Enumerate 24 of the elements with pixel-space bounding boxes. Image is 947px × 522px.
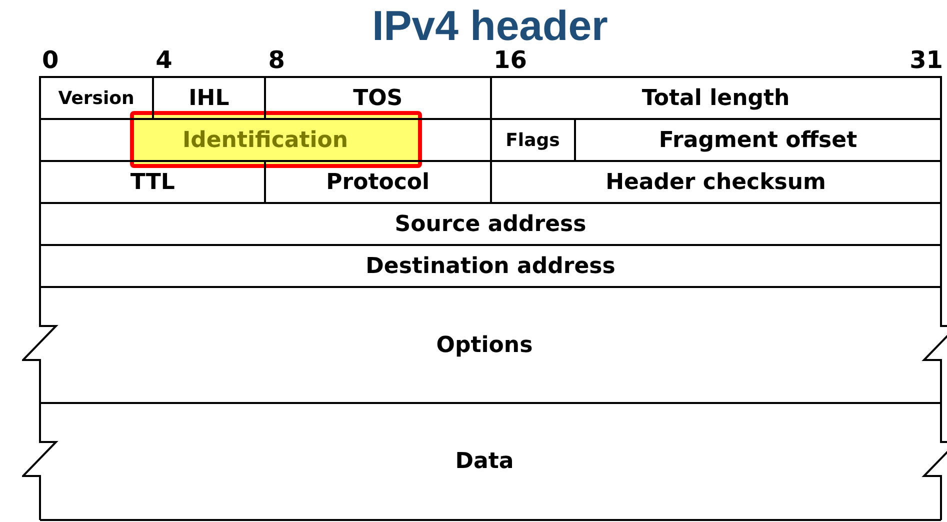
- field-label: Source address: [394, 210, 586, 238]
- field-label: Version: [58, 86, 134, 110]
- field-label: Data: [455, 448, 514, 476]
- field-label: Identification: [182, 126, 348, 154]
- field-label: Options: [436, 332, 533, 360]
- header-field: [39, 244, 942, 288]
- header-field: [22, 402, 947, 521]
- field-label: Flags: [506, 128, 560, 152]
- bit-number: 0: [42, 46, 59, 74]
- field-label: IHL: [188, 84, 230, 112]
- field-label: Total length: [642, 84, 790, 112]
- field-label: Destination address: [366, 252, 616, 280]
- header-field: [490, 76, 942, 120]
- bit-number: 31: [910, 46, 943, 74]
- header-field: [39, 202, 942, 246]
- field-label: Fragment offset: [658, 126, 858, 154]
- field-label: Protocol: [326, 168, 430, 196]
- field-label: TTL: [130, 168, 175, 196]
- bit-number: 4: [156, 46, 172, 74]
- bit-number: 8: [268, 46, 285, 74]
- field-label: TOS: [353, 84, 403, 112]
- header-field: [39, 76, 154, 120]
- header-field: [22, 286, 947, 404]
- field-label: Header checksum: [606, 168, 826, 196]
